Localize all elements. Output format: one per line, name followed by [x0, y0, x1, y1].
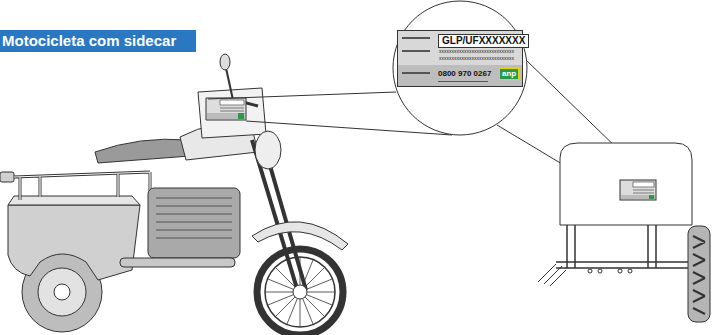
axle-bolt [618, 269, 622, 273]
sidecar-hub [54, 284, 70, 300]
sidecar-frame [14, 172, 150, 205]
sidecar-bumper [0, 172, 14, 182]
leader-line [208, 92, 396, 99]
registration-code: GLP/UFXXXXXXX [438, 34, 529, 48]
sidecar-body [8, 205, 140, 280]
headlight [255, 131, 281, 169]
exhaust [120, 258, 235, 267]
field-caption-bar [402, 50, 430, 52]
company-field: xxxxxxxxxxxxxxxxxxxxxxxxxxxxxx [439, 56, 514, 61]
engine-fins [156, 198, 232, 238]
rear-tire [688, 226, 710, 322]
rear-frame [556, 225, 690, 268]
small-sticker [206, 98, 246, 120]
sidecar-rim [38, 268, 86, 316]
mirror-stem [226, 68, 233, 100]
url-bar [438, 81, 488, 82]
sidecar-top [8, 196, 140, 205]
small-sticker [620, 180, 656, 200]
sidecar-rear-view [538, 143, 710, 322]
field-caption-bar [402, 37, 430, 39]
fuel-sticker: GLP/UFXXXXXXXxxxxxxxxxxxxxxxxxxxxxxxxxxx… [397, 30, 523, 87]
magnifier-circle [393, 1, 527, 135]
sidecar-frame-inner [14, 172, 150, 205]
front-spokes [265, 257, 335, 327]
axle-bolt [598, 269, 602, 273]
field-caption-bar [402, 72, 430, 74]
front-hub [293, 285, 307, 299]
agency-logo: anp [499, 68, 519, 80]
engine [148, 188, 240, 258]
axle-bolt [588, 269, 592, 273]
axle-bolt [628, 269, 632, 273]
rear-body [560, 143, 692, 225]
tire-tread [693, 236, 705, 314]
front-rim [265, 257, 335, 327]
seat [95, 139, 190, 163]
mirror [220, 54, 230, 70]
front-tire [257, 249, 343, 335]
title: Motocicleta com sidecar [2, 32, 176, 49]
title-band: Motocicleta com sidecar [0, 30, 196, 52]
phone-number: 0800 970 0267 [438, 70, 491, 78]
company-field: xxxxxxxxxxxxxxxxxxxxxxxxxxxxxx [439, 49, 514, 54]
